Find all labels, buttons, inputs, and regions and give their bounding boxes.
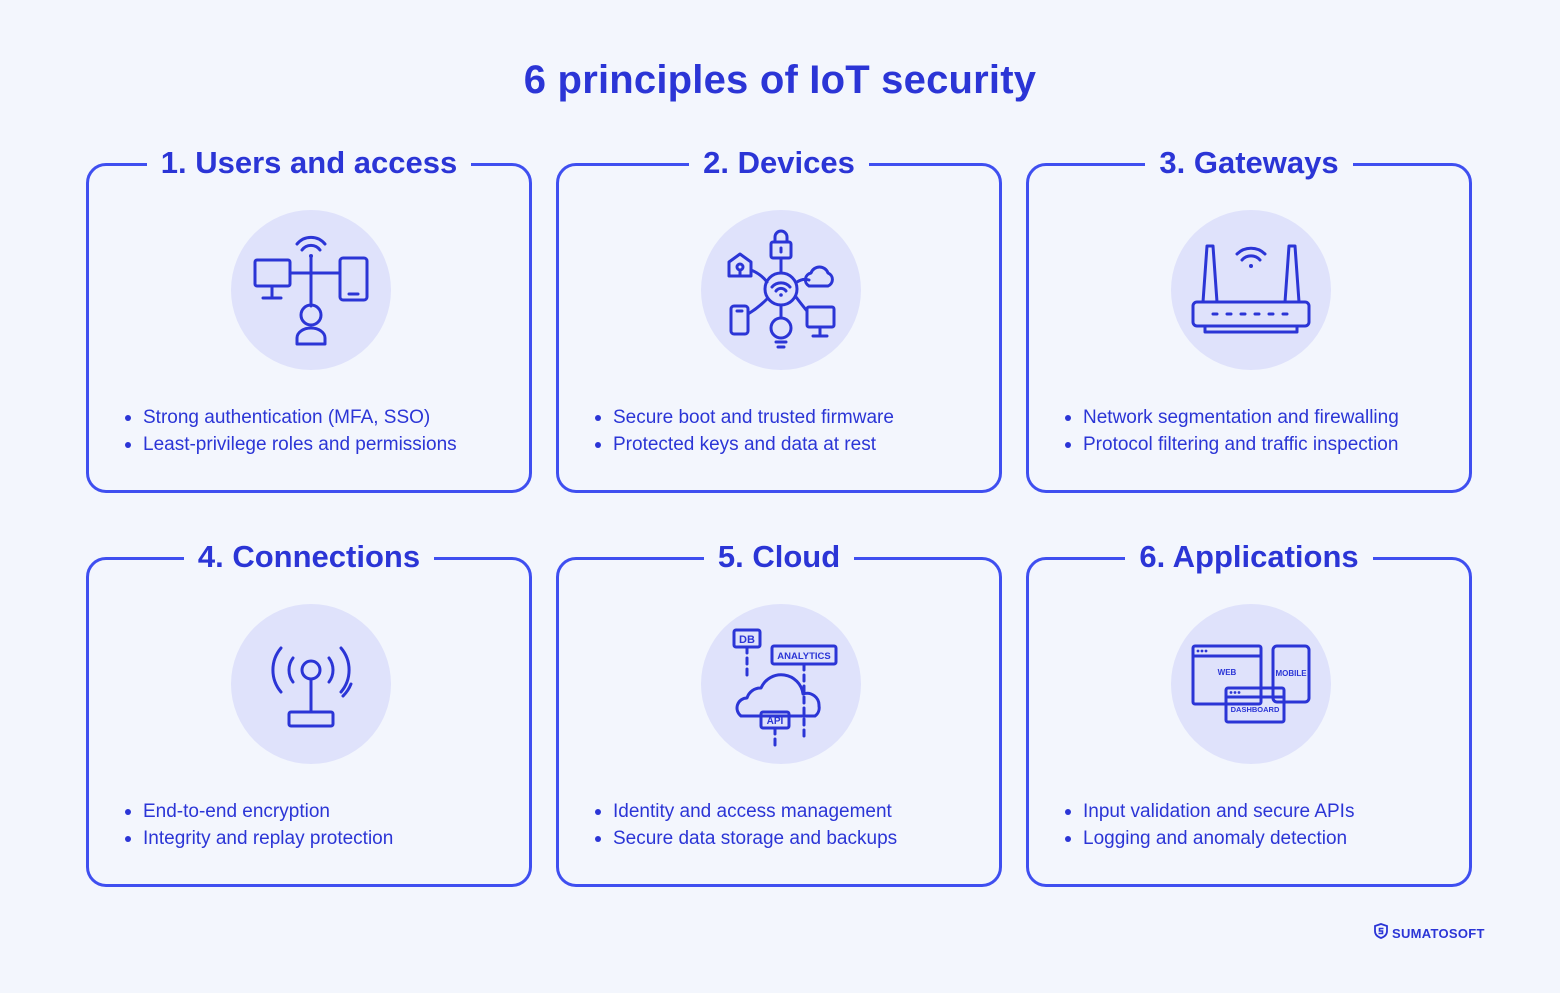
bullet-item: Logging and anomaly detection: [1061, 825, 1354, 852]
web-label: WEB: [1218, 668, 1237, 677]
bullet-item: Least-privilege roles and permissions: [121, 431, 457, 458]
brand-logo: SUMATOSOFT: [1374, 922, 1485, 944]
bullet-item: Secure data storage and backups: [591, 825, 897, 852]
router-icon: [1171, 210, 1331, 370]
shield-s-icon: [1374, 922, 1388, 944]
card-title: 4. Connections: [183, 536, 435, 578]
bullet-item: Protocol filtering and traffic inspectio…: [1061, 431, 1399, 458]
cloud-services-icon: DB ANALYTICS API: [701, 604, 861, 764]
bullet-item: Strong authentication (MFA, SSO): [121, 404, 457, 431]
app-windows-icon: WEB MOBILE DASHBOARD: [1171, 604, 1331, 764]
analytics-label: ANALYTICS: [777, 651, 831, 662]
bullet-item: End-to-end encryption: [121, 798, 393, 825]
bullet-item: Identity and access management: [591, 798, 897, 825]
db-label: DB: [739, 634, 755, 646]
card-title: 2. Devices: [689, 142, 869, 184]
card-connections: 4. Connections End-to-end encryption Int…: [86, 536, 532, 887]
dashboard-label: DASHBOARD: [1231, 705, 1280, 714]
mobile-label: MOBILE: [1275, 669, 1307, 678]
connected-devices-icon: [701, 210, 861, 370]
card-devices: 2. Devices: [556, 142, 1002, 493]
card-applications: 6. Applications WEB MOBILE DASHBOARD Inp…: [1026, 536, 1472, 887]
card-title: 6. Applications: [1125, 536, 1373, 578]
page-title: 6 principles of IoT security: [523, 58, 1037, 102]
users-network-icon: [231, 210, 391, 370]
bullet-item: Integrity and replay protection: [121, 825, 393, 852]
card-gateways: 3. Gateways Network segmentation and fir…: [1026, 142, 1472, 493]
api-label: API: [767, 716, 784, 727]
card-users-and-access: 1. Users and access Strong authenticatio…: [86, 142, 532, 493]
bullet-item: Secure boot and trusted firmware: [591, 404, 894, 431]
card-cloud: 5. Cloud DB ANALYTICS API Identity and a…: [556, 536, 1002, 887]
bullet-item: Network segmentation and firewalling: [1061, 404, 1399, 431]
antenna-icon: [231, 604, 391, 764]
brand-name: SUMATOSOFT: [1392, 925, 1485, 941]
card-title: 1. Users and access: [146, 142, 472, 184]
bullet-item: Input validation and secure APIs: [1061, 798, 1354, 825]
bullet-item: Protected keys and data at rest: [591, 431, 894, 458]
card-title: 3. Gateways: [1145, 142, 1353, 184]
card-title: 5. Cloud: [703, 536, 855, 578]
